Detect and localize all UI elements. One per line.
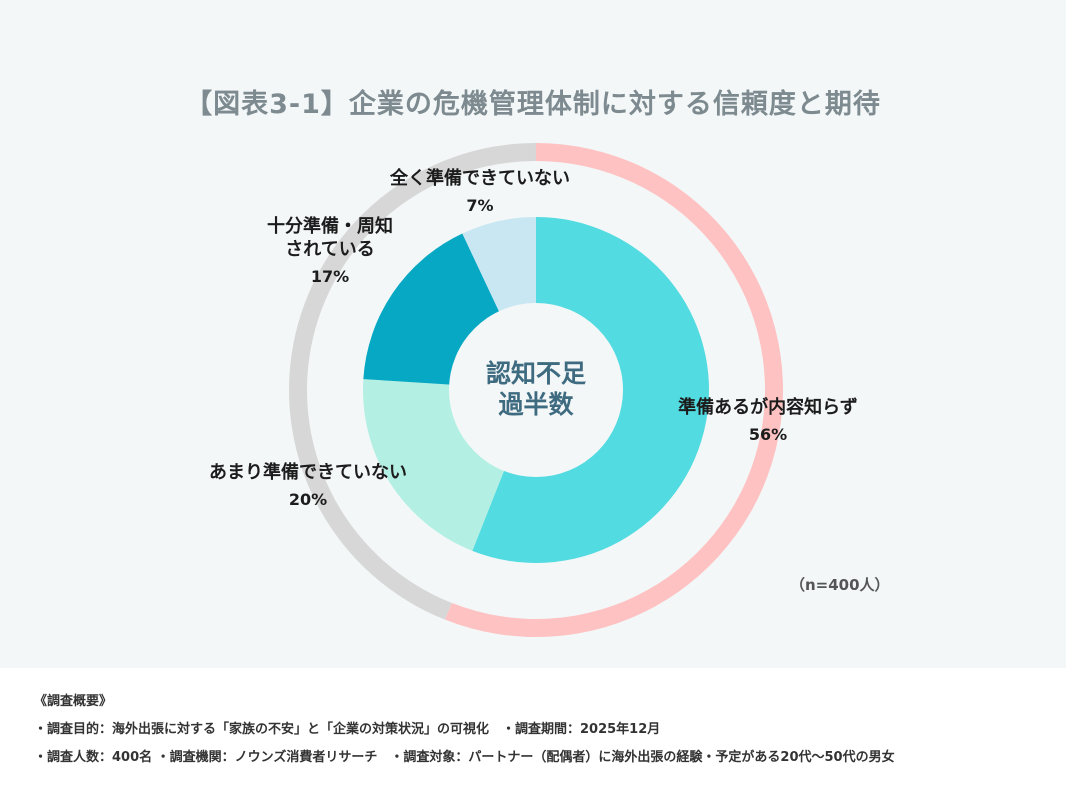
label-little-text: あまり準備できていない [209,462,407,483]
label-little-pct: 20% [288,490,328,509]
label-none: 全く準備できていない 7% [360,167,600,217]
chart-title: 【図表3-1】企業の危機管理体制に対する信頼度と期待 [185,89,881,120]
segment-little [363,379,505,551]
segment-none [462,217,536,313]
sample-size: （n=400人） [790,576,890,594]
label-full-text1: 十分準備・周知 [267,216,393,237]
notes-line1: ・調査目的：海外出張に対する「家族の不安」と「企業の対策状況」の可視化 ・調査期… [34,722,661,737]
donut-hole [449,303,623,477]
label-full-text2: されている [285,239,375,260]
notes-line2: ・調査人数：400名 ・調査機関：ノウンズ消費者リサーチ ・調査対象：パートナー… [34,750,895,765]
chart-panel: 【図表3-1】企業の危機管理体制に対する信頼度と期待 認知不足 過半数 全く準備… [0,0,1066,668]
label-unaware-text: 準備あるが内容知らず [678,397,858,418]
label-none-text: 全く準備できていない [390,168,570,189]
survey-notes: 《調査概要》 ・調査目的：海外出張に対する「家族の不安」と「企業の対策状況」の可… [34,692,895,776]
label-little: あまり準備できていない 20% [178,461,438,511]
center-label: 認知不足 過半数 [456,358,616,420]
label-none-pct: 7% [466,196,494,215]
center-label-line2: 過半数 [498,390,574,419]
label-full: 十分準備・周知 されている 17% [240,215,420,288]
label-unaware-pct: 56% [748,425,788,444]
donut-chart [288,143,783,637]
label-full-pct: 17% [310,267,350,286]
segment-full [363,233,500,385]
notes-heading: 《調査概要》 [34,694,113,709]
label-unaware: 準備あるが内容知らず 56% [648,396,888,446]
center-label-line1: 認知不足 [485,359,586,388]
